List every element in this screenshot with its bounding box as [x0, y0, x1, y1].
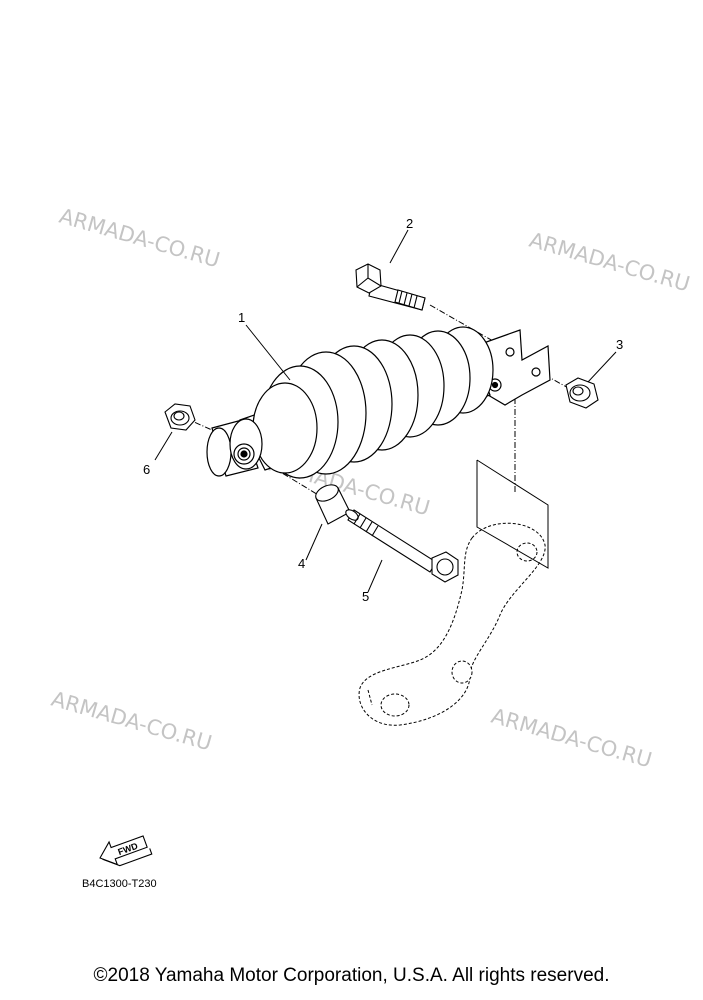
relay-arm-outline — [476, 459, 549, 569]
diagram-code: B4C1300-T230 — [82, 878, 157, 890]
nut-lower — [164, 403, 196, 431]
callout-3: 3 — [616, 337, 623, 352]
bolt-lower — [345, 509, 459, 583]
watermark: ARMADA-CO.RU — [57, 204, 223, 273]
copyright-notice: ©2018 Yamaha Motor Corporation, U.S.A. A… — [93, 965, 610, 986]
callout-1: 1 — [238, 310, 245, 325]
bolt-upper — [355, 263, 426, 311]
leader-lines — [154, 229, 617, 593]
nut-upper — [565, 377, 599, 409]
watermark: ARMADA-CO.RU — [49, 687, 215, 756]
coil-spring — [252, 326, 494, 479]
fwd-arrow-icon: FWD — [99, 835, 153, 867]
callout-6: 6 — [143, 462, 150, 477]
callout-5: 5 — [362, 589, 369, 604]
callout-2: 2 — [406, 216, 413, 231]
callout-4: 4 — [298, 556, 305, 571]
collar — [315, 484, 351, 525]
watermark: ARMADA-CO.RU — [527, 228, 693, 297]
shock-absorber — [206, 326, 551, 479]
relay-arm — [358, 522, 546, 726]
watermark: ARMADA-CO.RU — [489, 704, 655, 773]
